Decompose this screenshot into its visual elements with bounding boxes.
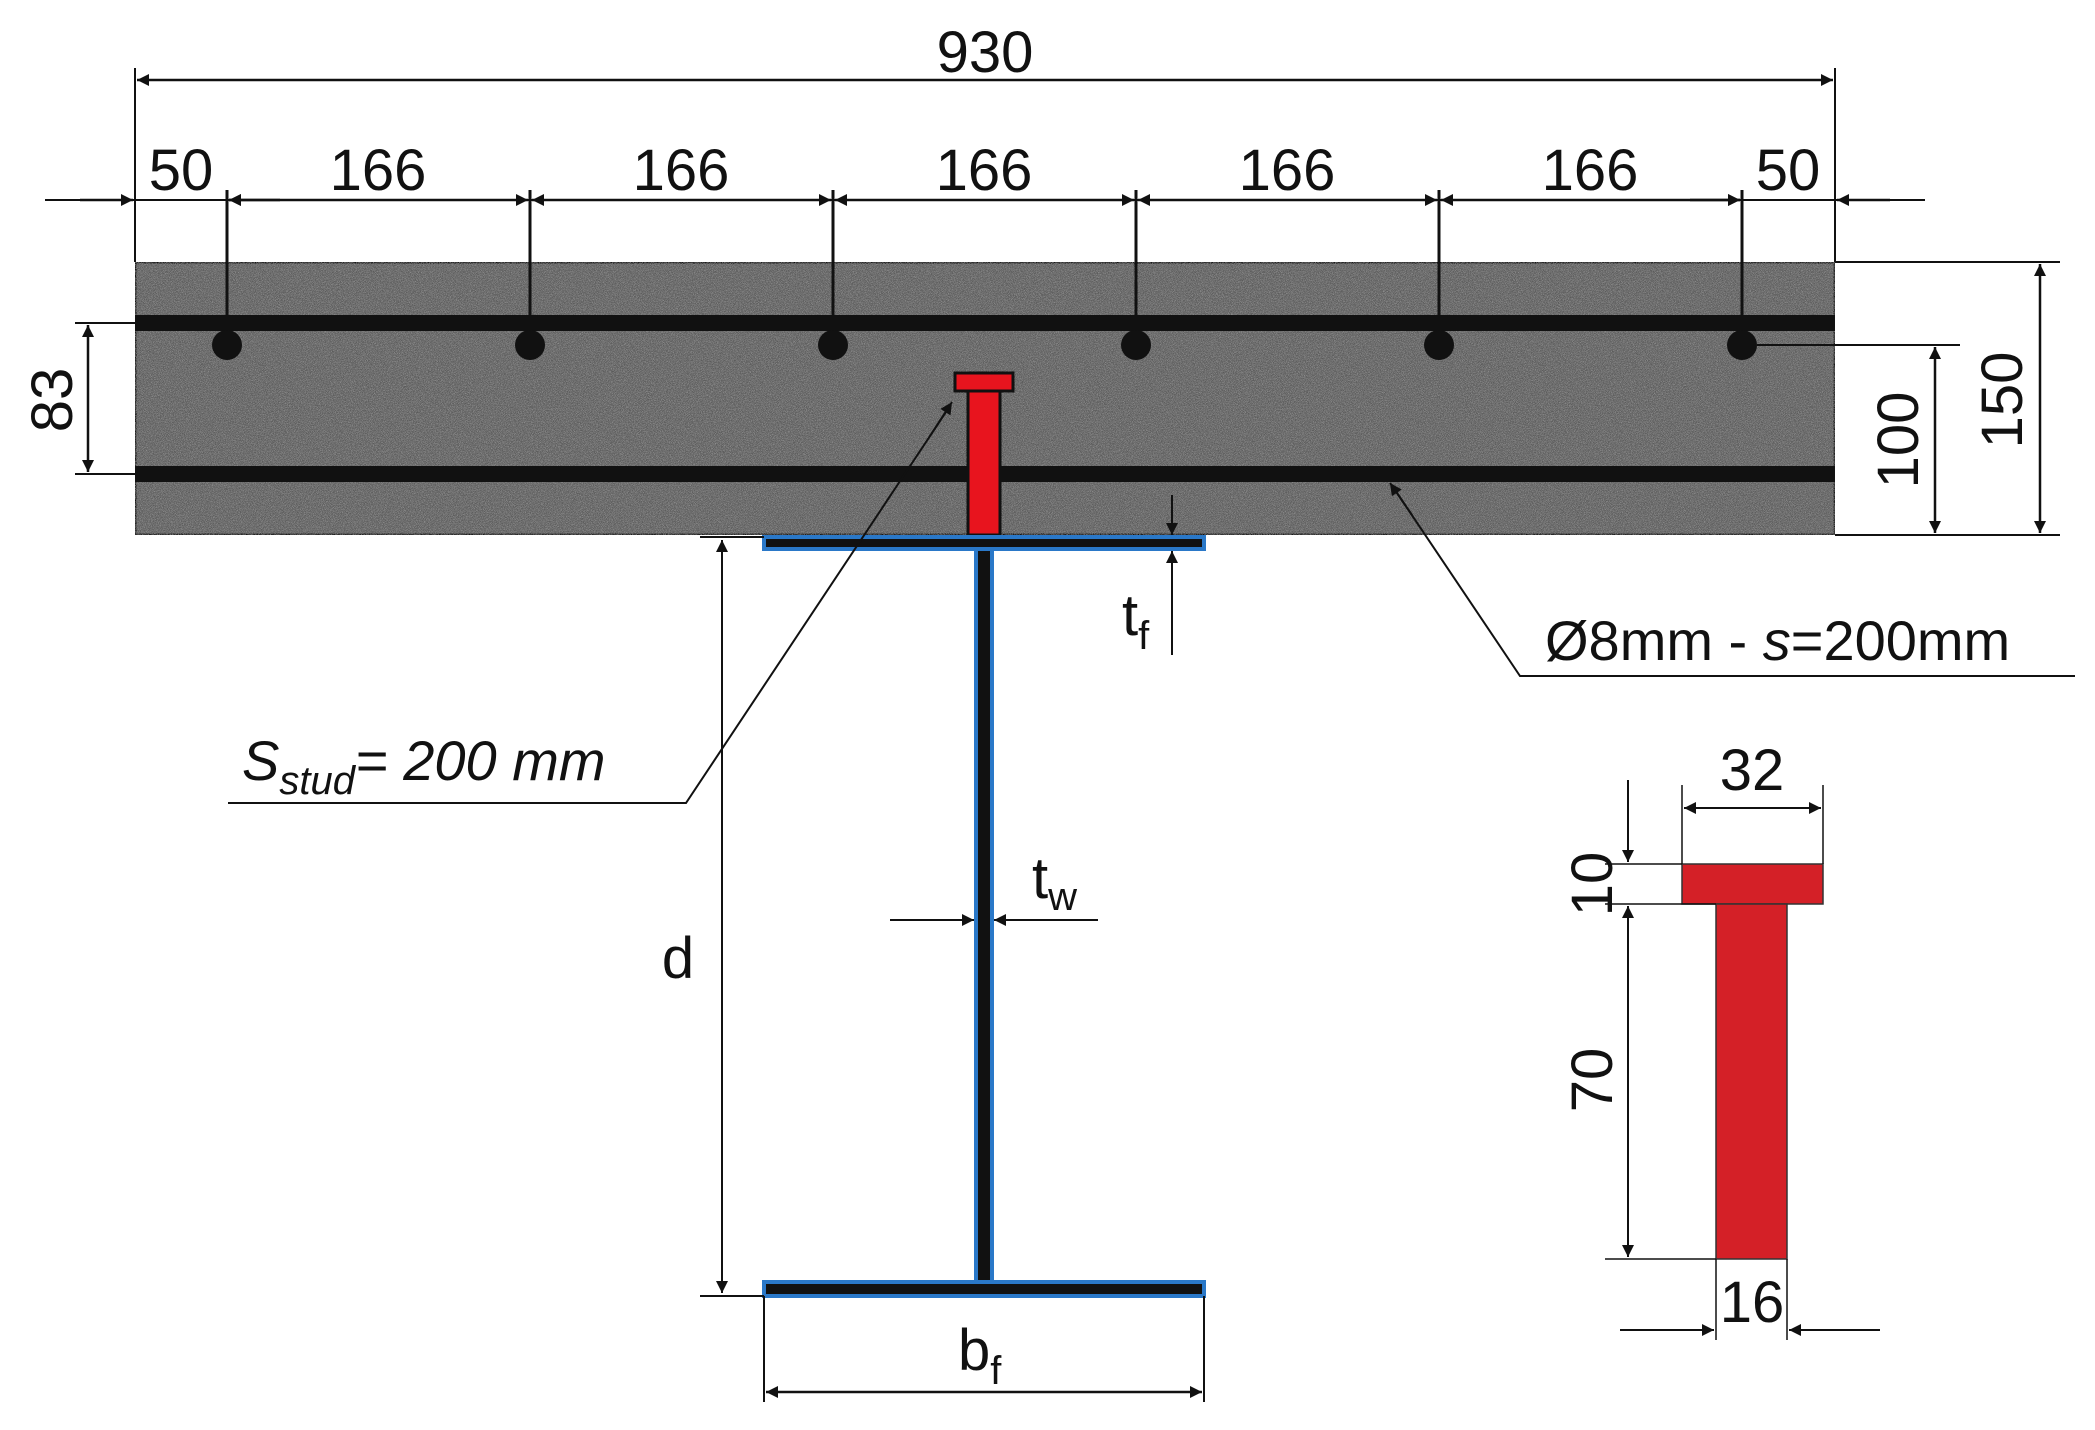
rebar-note: Ø8mm - s=200mm: [1545, 609, 2010, 672]
shear-stud: [953, 371, 1015, 537]
leader-line: [228, 411, 947, 804]
leader-arrow: [1389, 482, 1413, 516]
stud-spacing-callout: Sstud= 200 mm: [228, 401, 953, 804]
shank-width-label: 16: [1720, 1270, 1785, 1335]
spacing-label-4: 166: [1239, 138, 1336, 203]
rebar-cover-label: 83: [20, 368, 85, 433]
stud-spacing-note: Sstud= 200 mm: [242, 729, 606, 803]
edge-right-label: 50: [1756, 138, 1821, 203]
beam-depth-label: d: [662, 926, 694, 991]
stud-detail-shank: [1715, 903, 1788, 1260]
web-thickness-dimension: tw: [890, 846, 1098, 926]
slab-height-dimensions: 100 150: [1757, 261, 2060, 536]
flange-width-label: bf: [958, 1318, 1002, 1393]
web-thickness-label: tw: [1032, 846, 1077, 919]
edge-left-label: 50: [149, 138, 214, 203]
rebar-dot: [1424, 330, 1454, 360]
rebar-spacing-dimension: 83: [20, 322, 135, 475]
stud-detail: 32 10 70 16: [1560, 738, 1880, 1340]
leader-arrow: [929, 401, 953, 437]
top-dimensions: 930 50 166 166 166 166 166 50: [45, 20, 1925, 262]
stud-shank: [966, 389, 1002, 537]
head-height-label: 10: [1560, 852, 1625, 917]
stud-head: [953, 371, 1015, 393]
shank-height-label: 70: [1560, 1048, 1625, 1113]
beam-depth-dimension: d: [662, 536, 764, 1297]
flange-thickness-dimension: tf: [1122, 495, 1178, 658]
spacing-label-2: 166: [633, 138, 730, 203]
rebar-dot: [515, 330, 545, 360]
steel-i-beam: [762, 535, 1206, 1298]
head-width-label: 32: [1720, 738, 1785, 803]
longitudinal-rebars: [212, 190, 1757, 360]
flange-thickness-label: tf: [1122, 583, 1150, 658]
spacing-label-5: 166: [1542, 138, 1639, 203]
rebar-callout: Ø8mm - s=200mm: [1389, 482, 2075, 677]
leader-line: [1394, 489, 2075, 677]
stud-detail-head: [1681, 863, 1824, 905]
bottom-flange: [762, 1280, 1206, 1298]
web: [974, 547, 994, 1284]
spacing-label-3: 166: [936, 138, 1033, 203]
rebar-dot: [818, 330, 848, 360]
rebar-dot: [1727, 330, 1757, 360]
inner-height-label: 100: [1866, 392, 1931, 489]
rebar-dot: [1121, 330, 1151, 360]
total-width-label: 930: [937, 20, 1034, 85]
flange-width-dimension: bf: [763, 1296, 1205, 1402]
thickness-label: 150: [1970, 352, 2035, 449]
top-rebar-layer: [135, 315, 1835, 331]
rebar-dot: [212, 330, 242, 360]
spacing-label-1: 166: [330, 138, 427, 203]
